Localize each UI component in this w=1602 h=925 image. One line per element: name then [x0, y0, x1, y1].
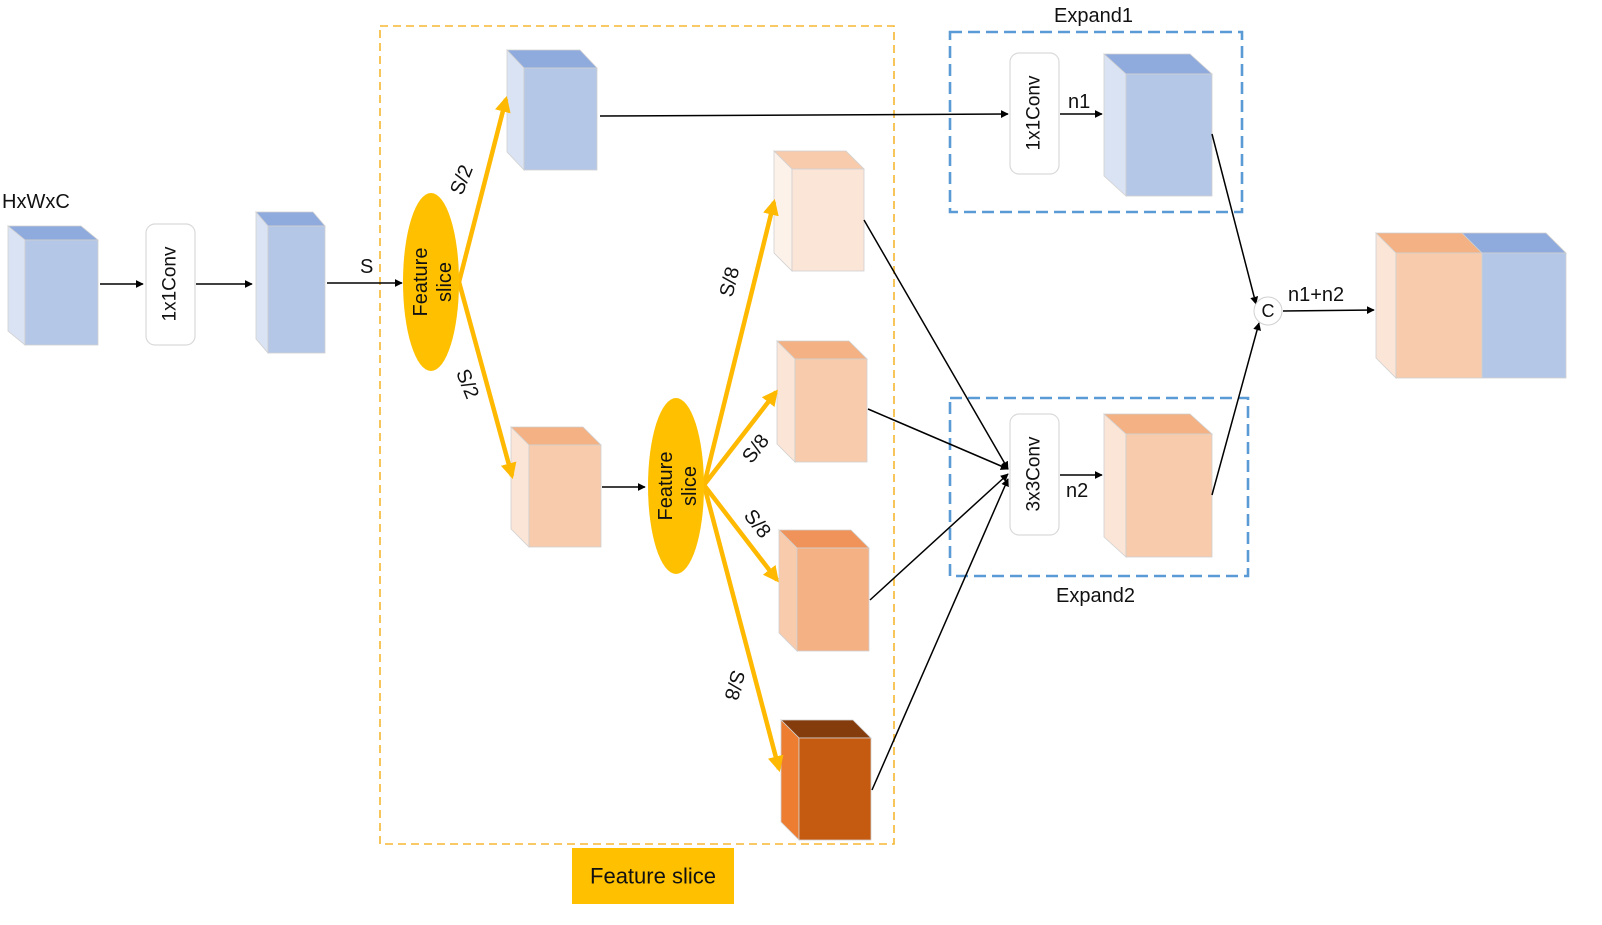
quarter-slice-cube-3 [778, 529, 870, 652]
arrow-quarter3-to-expand2 [869, 473, 1009, 601]
concat-symbol: C [1262, 301, 1275, 321]
concat-node: C [1253, 296, 1283, 326]
arrow-expand2-to-concat [1211, 322, 1261, 496]
feature-slice-2-line1: Feature [655, 452, 677, 521]
expand1-conv-label: 1x1Conv [1024, 75, 1045, 150]
quarter-slice-cube-2 [776, 340, 868, 463]
arrow-concat-to-output [1282, 306, 1375, 315]
split-input-label: S [360, 256, 373, 278]
feature-slice-group-box [379, 25, 895, 845]
quarter-slice-cube-1 [773, 150, 865, 272]
first-half-top-label: S/2 [446, 162, 478, 198]
arrow-top-half-to-expand1 [599, 110, 1009, 119]
expand1-group-box [948, 30, 1244, 214]
expand2-title: Expand2 [1056, 585, 1135, 607]
input-dims-label: HxWxC [2, 191, 70, 213]
conv-output-cube [255, 210, 326, 355]
gold-arrow-to-quarter-2 [702, 389, 778, 487]
quarter-1-label: S/8 [716, 265, 745, 299]
expand1-conv-block: 1x1Conv [1009, 52, 1060, 175]
expand1-title: Expand1 [1054, 5, 1133, 27]
feature-slice-node-1: Feature slice [403, 193, 459, 371]
quarter-4-label: S/8 [719, 668, 748, 703]
concat-channels-label: n1+n2 [1288, 284, 1344, 306]
input-tensor-cube [6, 225, 100, 346]
gold-arrow-to-quarter-3 [702, 483, 779, 583]
feature-slice-legend-label: Feature slice [590, 864, 716, 889]
concat-output-cube [1375, 232, 1567, 379]
first-half-bottom-label: S/2 [451, 366, 483, 402]
half-slice-bottom-cube [510, 426, 602, 548]
expand2-output-cube [1102, 413, 1214, 558]
gold-arrow-to-top-half [456, 95, 511, 283]
arrow-quarter4-to-expand2 [871, 478, 1009, 791]
gold-arrow-to-quarter-1 [701, 198, 779, 486]
expand1-output-cube [1102, 53, 1214, 197]
conv-1x1-input-block: 1x1Conv [145, 223, 196, 346]
expand2-conv-block: 3x3Conv [1009, 413, 1060, 536]
feature-slice-2-line2: slice [679, 466, 701, 506]
feature-slice-legend: Feature slice [572, 848, 734, 904]
expand2-group-box [948, 396, 1250, 578]
expand2-conv-label: 3x3Conv [1024, 436, 1045, 511]
feature-slice-node-2: Feature slice [648, 398, 704, 574]
arrow-quarter2-to-expand2 [867, 408, 1009, 470]
arrow-expand1-to-concat [1211, 133, 1259, 305]
conv-1x1-input-label: 1x1Conv [160, 246, 181, 321]
arrow-quarter1-to-expand2 [863, 219, 1009, 470]
quarter-slice-cube-4 [780, 719, 872, 841]
gold-arrow-to-bottom-half [456, 281, 517, 480]
half-slice-top-cube [506, 48, 598, 172]
feature-slice-1-line1: Feature [410, 248, 432, 317]
feature-slice-1-line2: slice [434, 262, 456, 302]
gold-arrow-to-quarter-4 [701, 484, 784, 773]
expand2-channels-label: n2 [1066, 480, 1088, 502]
expand1-channels-label: n1 [1068, 91, 1090, 113]
